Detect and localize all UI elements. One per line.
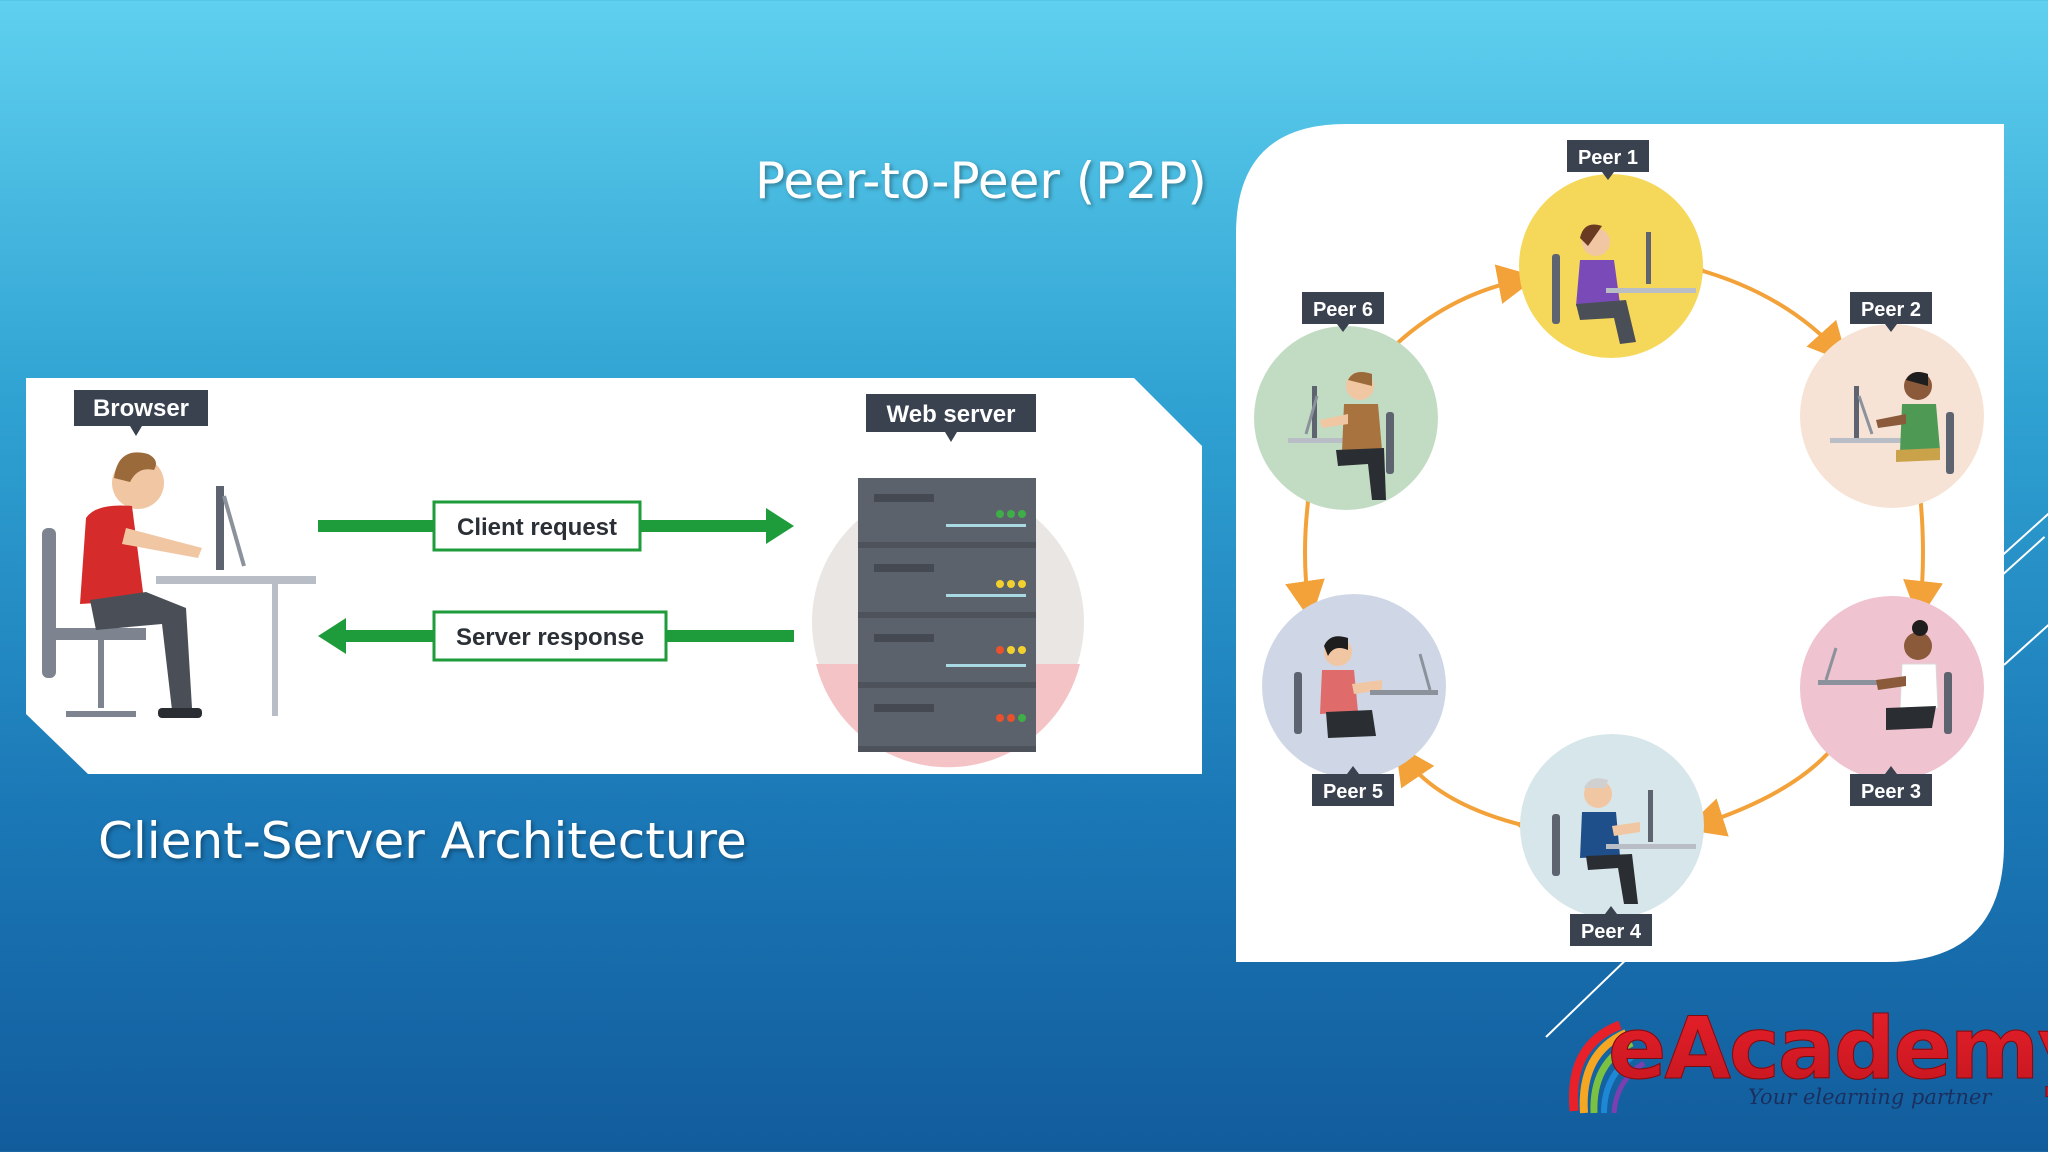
decorative-line xyxy=(2003,624,2048,666)
decorative-line xyxy=(1999,536,2046,578)
peer-3-person xyxy=(1818,620,1952,734)
peer-5-label-bg xyxy=(1312,774,1394,806)
arrow-peer3-peer4 xyxy=(1684,709,1870,837)
client-server-diagram: Browser Client request Server response xyxy=(26,378,1202,774)
arrow-peer6-peer1 xyxy=(1352,264,1538,388)
peer-1-label: Peer 1 xyxy=(1578,147,1638,169)
svg-text:Server response: Server response xyxy=(456,624,644,651)
peer-2-circle xyxy=(1800,324,1984,508)
svg-text:Web server: Web server xyxy=(887,401,1016,428)
p2p-connections xyxy=(1285,242,1943,853)
peer-2-person xyxy=(1830,372,1954,474)
arrow-peer5-peer6 xyxy=(1285,463,1333,621)
peer-5-label: Peer 5 xyxy=(1323,781,1383,803)
peer-1: Peer 1 xyxy=(1519,140,1703,358)
peer-4: Peer 4 xyxy=(1520,734,1704,946)
peer-5-person xyxy=(1294,636,1438,738)
svg-text:Client request: Client request xyxy=(457,514,617,541)
peer-2-label: Peer 2 xyxy=(1861,299,1921,321)
peer-6: Peer 6 xyxy=(1254,292,1438,510)
logo-swoosh-icon xyxy=(1568,1020,1646,1114)
web-server-label: Web server xyxy=(866,394,1036,442)
peer-1-label-bg xyxy=(1567,140,1649,172)
arrow-peer1-peer2 xyxy=(1663,242,1849,363)
server-response-label: Server response xyxy=(432,610,668,662)
peer-2: Peer 2 xyxy=(1800,292,1984,508)
client-request-label: Client request xyxy=(432,500,642,552)
p2p-title: Peer-to-Peer (P2P) xyxy=(755,152,1207,210)
svg-text:Browser: Browser xyxy=(93,395,189,422)
peer-3-label-bg xyxy=(1850,774,1932,806)
eacademy-logo: eAcademy Your elearning partner xyxy=(1560,999,2048,1125)
peer-3-label: Peer 3 xyxy=(1861,781,1921,803)
p2p-diagram: Peer 1 Peer 2 xyxy=(1236,124,2004,962)
peer-6-label-bg xyxy=(1302,292,1384,324)
peer-3: Peer 3 xyxy=(1800,596,1984,806)
browser-label: Browser xyxy=(74,390,208,436)
web-server-illustration xyxy=(812,478,1084,768)
arrow-peer4-peer5 xyxy=(1395,744,1558,853)
peer-5: Peer 5 xyxy=(1262,594,1446,806)
peer-4-person xyxy=(1552,778,1696,904)
peer-4-label: Peer 4 xyxy=(1581,921,1642,943)
peer-4-label-bg xyxy=(1570,914,1652,946)
peer-6-person xyxy=(1288,372,1394,500)
logo-brand-text: eAcademy xyxy=(1607,999,2048,1100)
peer-1-person xyxy=(1552,224,1696,344)
peer-2-label-bg xyxy=(1850,292,1932,324)
client-person-illustration xyxy=(42,452,316,718)
peer-6-label: Peer 6 xyxy=(1313,299,1373,321)
logo-tagline: Your elearning partner xyxy=(1748,1085,1992,1109)
arrow-peer2-peer3 xyxy=(1897,464,1943,621)
client-server-title: Client-Server Architecture xyxy=(98,812,747,870)
